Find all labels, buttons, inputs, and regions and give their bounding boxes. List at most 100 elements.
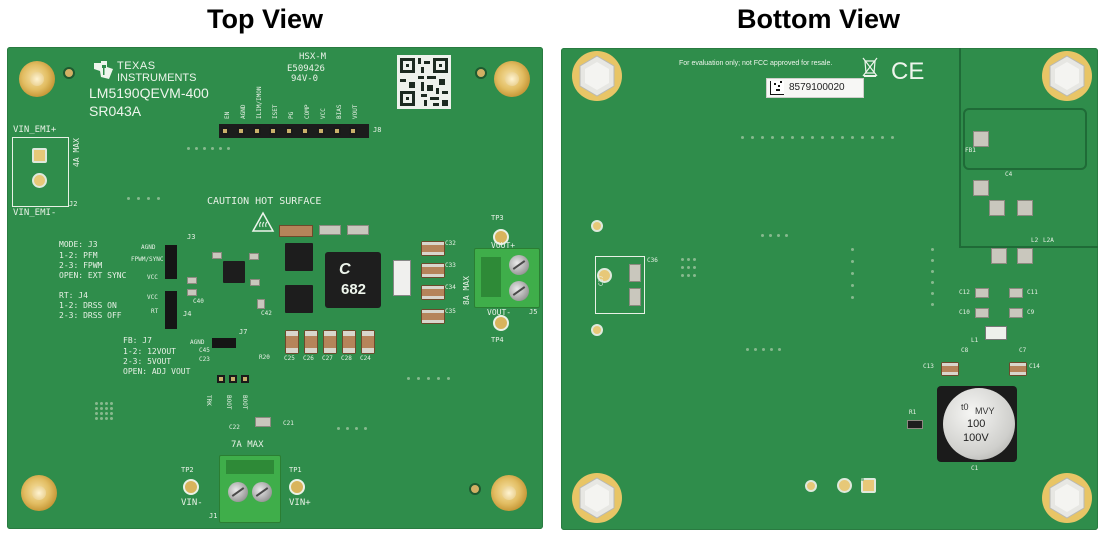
j8-pin[interactable]: [301, 127, 309, 135]
inductor-code: 682: [341, 281, 367, 298]
via: [771, 136, 774, 139]
j8-pin[interactable]: [269, 127, 277, 135]
via: [127, 197, 130, 200]
c1-label: C1: [971, 465, 979, 472]
via: [891, 136, 894, 139]
input-capacitor-c27: [323, 330, 337, 354]
via: [407, 377, 410, 380]
output-terminal-block[interactable]: [474, 248, 540, 308]
output-capacitor-c33: [421, 263, 445, 278]
vout-minus-screw[interactable]: [509, 281, 529, 301]
via: [861, 478, 864, 481]
c8-label: C8: [961, 347, 969, 354]
via: [105, 417, 108, 420]
j8-pin-label: VOUT: [352, 104, 359, 119]
vin-minus-screw[interactable]: [228, 482, 248, 502]
via: [761, 136, 764, 139]
smd-part: [212, 252, 222, 259]
cap-brand: MVY: [975, 406, 995, 416]
mounting-hole-top-right: [494, 61, 530, 97]
tp4-test-point[interactable]: [493, 315, 509, 331]
c45-label: C45: [199, 347, 210, 354]
j8-pin[interactable]: [349, 127, 357, 135]
eight-a-max-label: 8A MAX: [462, 276, 471, 305]
j6-pin[interactable]: [229, 375, 237, 383]
input-capacitor-c28: [342, 330, 356, 354]
agnd-label: AGND: [141, 244, 156, 251]
j8-label: J8: [373, 126, 382, 134]
j7-jumper[interactable]: [212, 338, 236, 348]
j4-label: J4: [183, 310, 192, 318]
ce-mark: CE: [891, 58, 925, 85]
smd-part: [347, 225, 369, 235]
c33-label: C33: [445, 262, 456, 269]
j8-pin-label: ILIM/IMON: [256, 86, 263, 119]
bottom-view-heading: Bottom View: [737, 4, 901, 34]
revision: SR043A: [89, 103, 142, 119]
nylon-standoff-bottom-left: [572, 473, 622, 523]
vin-emi-pad-square: [32, 148, 47, 163]
input-terminal-block[interactable]: [219, 455, 281, 523]
tp2-label: TP2: [181, 466, 194, 474]
smd-part: [250, 279, 260, 286]
j8-pin[interactable]: [333, 127, 341, 135]
smd-part: [249, 253, 259, 260]
via: [110, 417, 113, 420]
rt-line-1: 1-2: DRSS ON: [59, 301, 117, 310]
via: [447, 377, 450, 380]
tp2-test-point[interactable]: [183, 479, 199, 495]
through-hole-pad: [591, 324, 603, 336]
via: [100, 402, 103, 405]
rt-label: RT: [151, 308, 159, 315]
smd-part: [1017, 248, 1033, 264]
vout-plus-label: VOUT+: [491, 241, 516, 250]
via: [100, 407, 103, 410]
vout-plus-screw[interactable]: [509, 255, 529, 275]
brand-texas: TEXAS: [117, 60, 156, 72]
via: [681, 266, 684, 269]
j3-jumper[interactable]: [165, 245, 177, 279]
electrolytic-capacitor-c1: t0 MVY 100 100V: [943, 388, 1015, 460]
j3-label: J3: [187, 233, 196, 241]
via: [100, 417, 103, 420]
j8-pin[interactable]: [285, 127, 293, 135]
cap-voltage: 100V: [963, 432, 989, 444]
rt-line-2: 2-3: DRSS OFF: [59, 311, 122, 320]
j6-pin[interactable]: [217, 375, 225, 383]
j7-label: J7: [239, 328, 248, 336]
c24-label: C24: [360, 355, 371, 362]
smd-cap: [1009, 308, 1023, 318]
via: [364, 427, 367, 430]
bottom-pcb-board: For evaluation only; not FCC approved fo…: [561, 48, 1098, 530]
smd-part: [187, 289, 197, 296]
smd-part: [255, 417, 271, 427]
tp1-test-point[interactable]: [289, 479, 305, 495]
fiducial: [63, 67, 75, 79]
via: [791, 136, 794, 139]
j8-pin[interactable]: [317, 127, 325, 135]
tp4-label: TP4: [491, 336, 504, 344]
mosfet-low-side: [285, 285, 313, 313]
vin-plus-screw[interactable]: [252, 482, 272, 502]
j4-jumper[interactable]: [165, 291, 177, 329]
via: [417, 377, 420, 380]
via: [751, 136, 754, 139]
c14-capacitor: [1009, 362, 1027, 376]
fb-line-3: OPEN: ADJ VOUT: [123, 367, 191, 376]
j8-pin[interactable]: [237, 127, 245, 135]
cap-prefix: t0: [961, 402, 969, 412]
via: [693, 258, 696, 261]
tp3-test-point[interactable]: [493, 229, 509, 245]
seven-a-max-label: 7A MAX: [231, 440, 264, 450]
j2-label: J2: [69, 200, 78, 208]
mode-title: MODE: J3: [59, 240, 98, 249]
tp1-label: TP1: [289, 466, 302, 474]
via: [105, 407, 108, 410]
j8-pin[interactable]: [253, 127, 261, 135]
j8-pin-label: ISET: [272, 104, 279, 119]
mosfet-high-side: [285, 243, 313, 271]
via: [187, 147, 190, 150]
j6-pin[interactable]: [241, 375, 249, 383]
fcc-notice: For evaluation only; not FCC approved fo…: [679, 60, 833, 67]
j8-pin[interactable]: [221, 127, 229, 135]
